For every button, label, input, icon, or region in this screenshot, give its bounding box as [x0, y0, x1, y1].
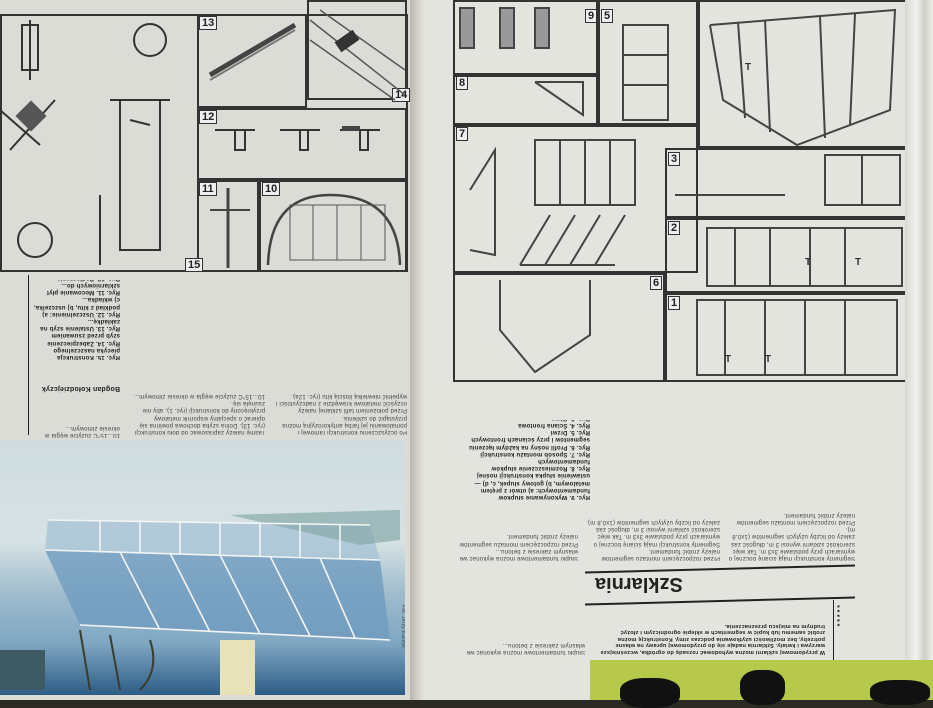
- caption: Ryc. 6. Profil nośny na każdym łączeniu …: [468, 436, 590, 450]
- paragraph: Słupki fundamentowe można wykonać we wła…: [459, 547, 578, 561]
- author-name: Bogdan Kołodziejczyk: [41, 385, 120, 393]
- fig-num-3: 3: [668, 152, 681, 166]
- caption: Ryc. 15. Konstrukcja piecyka naszczelneg…: [53, 346, 120, 360]
- caption: Ryc. 8. Rozmieszczenie słupków fundament…: [491, 457, 590, 472]
- fig-num-1: 1: [668, 296, 681, 310]
- caption: Ryc. 9. Wykonywanie słupków fundamentowy…: [474, 472, 590, 500]
- svg-text:T: T: [805, 257, 811, 268]
- paragraph: Przed położeniem tafli szklanej należy o…: [275, 392, 407, 414]
- technical-drawings-left: [0, 9, 406, 268]
- fig-num-2: 2: [668, 221, 681, 235]
- figure-6: [453, 273, 665, 382]
- paragraph: Segmenty konstrukcji mają ścianę bocznej…: [585, 518, 720, 547]
- article-column-5: Przed rozpoczęciem montażu segmentów nal…: [585, 386, 720, 561]
- fig-num-6: 6: [650, 276, 663, 290]
- svg-text:T: T: [855, 257, 861, 268]
- figure-8: [453, 75, 598, 125]
- left-captions: Ryc. 15. Konstrukcja piecyka naszczelneg…: [32, 280, 120, 360]
- article-text: 10...15°C zużycie węgla w okresie zimowy…: [44, 424, 120, 438]
- figure-11: [197, 180, 259, 272]
- section-tag: Na działce: [0, 330, 2, 413]
- fig-num-7: 7: [456, 127, 469, 141]
- headline: Szklarnia: [595, 573, 683, 595]
- fig-num-5: 5: [601, 9, 614, 23]
- paragraph: Przed rozpoczęciem montażu segmentów nal…: [601, 547, 720, 561]
- bullet-stars: * * * * *: [837, 605, 844, 627]
- figure-5: [598, 0, 698, 125]
- right-captions: Ryc. 9. Wykonywanie słupków fundamentowy…: [465, 420, 590, 500]
- left-page: 13 14 12 11 10 15: [0, 0, 420, 700]
- paragraph: Słupki fundamentowe można wykonać we wła…: [466, 641, 585, 655]
- fig-num-10: 10: [262, 182, 281, 196]
- paragraph: Przed rozpoczęciem montażu segmentów nal…: [736, 511, 855, 525]
- column-rule: [28, 275, 29, 435]
- article-column-7: Słupki fundamentowe można wykonać we wła…: [460, 585, 585, 655]
- figure-12: [197, 108, 407, 180]
- fig-num-8: 8: [456, 76, 469, 90]
- figure-10: [259, 180, 407, 272]
- column-rule: [833, 600, 834, 660]
- caption: Ryc. 13. Ustalenie szyb na zakładkę...: [40, 317, 120, 332]
- caption: Ryc. 7. Sposób montażu konstrukcji: [480, 450, 590, 457]
- caption: Ryc. 10. Podłączenie segmentu...: [32, 280, 120, 281]
- fig-num-12: 12: [199, 110, 218, 124]
- paragraph: Segmenty konstrukcji mają ścianę bocznej…: [728, 526, 855, 561]
- article-column-2: Taśmę należy zaprasować od dołu konstruk…: [125, 280, 265, 435]
- technical-drawings-right: T T T T T: [459, 7, 903, 376]
- article-column-3: Po oczyszczeniu konstrukcji ramowej i po…: [272, 280, 407, 435]
- page-edges: [905, 0, 933, 700]
- caption: Ryc. 14. Zabezpieczenie szyb przed zsuwa…: [47, 332, 120, 346]
- paragraph: 10...15°C zużycie węgla w okresie zimowy…: [133, 392, 265, 399]
- pattern-shape: [740, 670, 785, 705]
- pattern-shape: [620, 678, 680, 708]
- article-column-6: Segmenty konstrukcji mają ścianę bocznej…: [725, 386, 855, 561]
- svg-text:T: T: [765, 354, 771, 365]
- fig-num-15: 15: [185, 258, 204, 272]
- greenhouse-photo: Fot. Jerzy Kuczyk: [0, 440, 405, 695]
- svg-text:T: T: [745, 62, 751, 73]
- svg-text:T: T: [725, 354, 731, 365]
- paragraph: Taśmę należy zaprasować od dołu konstruk…: [134, 400, 265, 435]
- background-tablecloth: [590, 660, 933, 708]
- caption: Ryc. 12. Uszczelnienie: a) podkład z kit…: [33, 296, 120, 317]
- right-page: 9 5 8 7 3 2 6 1: [425, 0, 915, 700]
- caption: Ryc. 4. Ściana frontowa: [518, 421, 590, 428]
- paragraph: Po oczyszczeniu konstrukcji ramowej i po…: [282, 414, 407, 435]
- fig-num-13: 13: [199, 16, 218, 30]
- fig-num-14: 14: [392, 88, 411, 102]
- figure-14: [307, 0, 407, 100]
- photo-credit: Fot. Jerzy Kuczyk: [400, 605, 405, 648]
- figure-13: [197, 14, 307, 108]
- fig-num-11: 11: [199, 182, 217, 196]
- caption: Ryc. 5. Drzwi: [550, 429, 590, 436]
- figure-7: [453, 125, 698, 273]
- greenhouse-illustration: [0, 510, 400, 695]
- fig-num-9: 9: [585, 9, 598, 23]
- lead-paragraph: W przydomowej szklarni można wyhodować r…: [600, 623, 825, 655]
- caption: Ryc. 11. Mocowanie płyt szklarniowych do…: [46, 281, 120, 296]
- paragraph: Przed rozpoczęciem montażu segmentów nal…: [459, 533, 578, 547]
- pattern-shape: [870, 680, 930, 705]
- figure-9: [453, 0, 598, 75]
